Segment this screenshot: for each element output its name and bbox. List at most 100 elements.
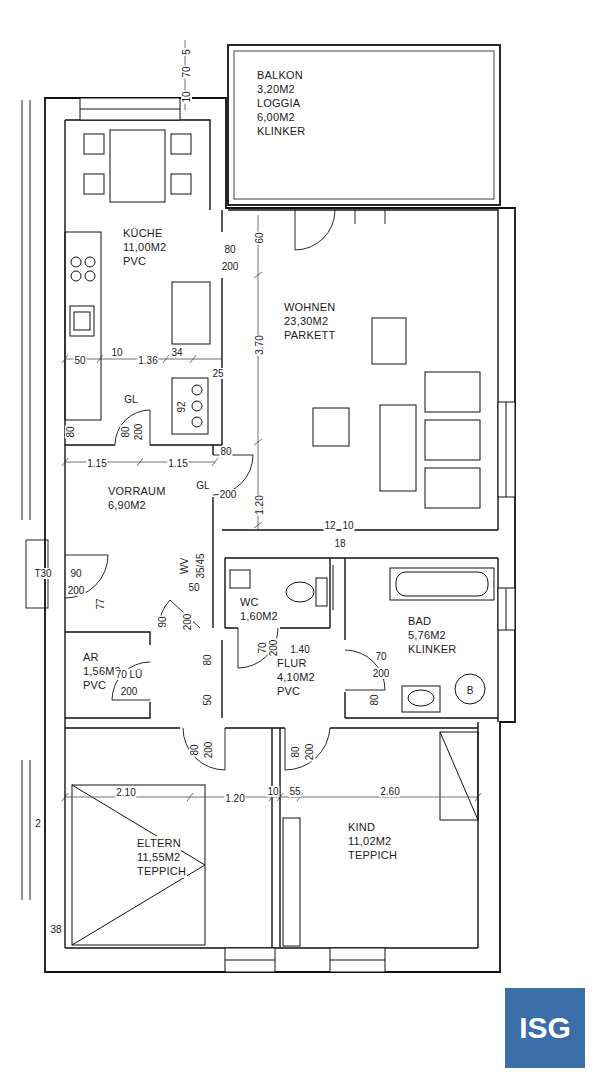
kitchen-furniture [85,271,95,281]
inner-wall [65,120,498,948]
room-info: TEPPICH [136,864,187,878]
dimension-wrap: 34 [170,342,183,360]
dimension-label: 80 [189,743,200,756]
dimension-label: 55 [288,786,301,797]
dimension-wrap: 12 [323,515,336,533]
dimension-wrap: 10 [110,342,123,360]
window [225,948,275,972]
living-furniture [313,318,480,508]
kitchen-furniture [192,417,202,427]
dimension-label: 34 [170,347,183,358]
room-name: KÜCHE [122,226,164,240]
dimension-label: 12 [323,520,336,531]
bedroom-furniture [283,818,300,946]
dimension-wrap: 200 [198,741,216,760]
door-swing [295,210,335,250]
kitchen-furniture [84,174,104,194]
inner-wall [65,632,150,718]
dimension-wrap: 92 [171,400,189,413]
dimension-label: 2 [34,818,42,829]
dimension-wrap: 1.36 [137,350,158,368]
dimension-label: 200 [219,489,238,500]
dimension-wrap: 90 [69,563,82,581]
dimension-label: 200 [221,261,240,272]
dimension-line [62,40,481,801]
bath-room: BAD5,76M2KLINKER [345,558,498,718]
living-furniture [313,408,349,446]
dimension-label: 1.40 [289,644,310,655]
room-info: 4,10M2 [276,670,316,684]
sanitary-fixture [316,578,327,606]
dimension-wrap: T30 [33,563,52,581]
dimension-label: 80 [219,446,232,457]
sanitary-fixture [333,565,334,610]
dimension-wrap: 2.60 [379,781,400,799]
room-name: BAD [407,614,432,628]
window [80,109,180,110]
kitchen-furniture [84,134,104,154]
room-info: 11,00M2 [122,240,167,254]
dimension-label: 200 [304,743,315,762]
balcony-outline [228,45,500,205]
kitchen-furniture [171,174,191,194]
room-info: PVC [122,254,147,268]
door-swing [285,728,330,770]
dimension-wrap: 25 [211,363,224,381]
door-swing [238,628,278,668]
dimension-label: 200 [268,639,279,658]
bedroom-furniture [72,785,205,945]
dimension-label: 80 [65,425,76,438]
dimension-wrap: B [466,680,475,698]
dimension-wrap: 50 [73,350,86,368]
inner-wall [65,444,222,445]
dimension-label: 60 [254,231,265,244]
kitchen-furniture [74,312,90,330]
window [506,402,507,497]
room-info: 3,20M2 [256,82,296,96]
room-info: 11,02M2 [347,834,392,848]
text-block: WOHNEN23,30M2PARKETT [283,300,336,342]
dimension-wrap: 200 [299,743,317,762]
dimension-wrap: 2 [34,813,42,831]
dimension-label: 200 [182,613,193,632]
living-furniture [425,420,480,460]
bedroom-furniture [72,785,205,945]
dimension-label: 70 [374,651,387,662]
dimension-label: 200 [372,668,391,679]
dimension-wrap: 5 [176,48,194,56]
symbol-letter: B [466,685,475,696]
living-furniture [372,318,406,364]
dimension-wrap: 55 [288,781,301,799]
dimension-label: GL [195,480,210,491]
dimension-wrap: 60 [249,231,267,244]
dimension-wrap: 3.70 [249,334,267,355]
kitchen-furniture [71,271,81,281]
dimension-label: 90 [157,615,168,628]
room-name: KIND [347,820,376,834]
dimension-wrap: 200 [263,639,281,658]
door-swing [65,555,108,598]
text-block: ISG [518,1011,572,1045]
room-info: PVC [82,678,107,692]
dimension-label: 77 [95,597,106,610]
dimension-wrap: 200 [219,484,238,502]
inner-wall [212,445,213,628]
dimension-wrap: 200 [221,256,240,274]
inner-wall [221,640,222,718]
dimension-wrap: 10 [341,515,354,533]
text-block: VORRAUM6,90M2 [107,484,167,512]
dimension-wrap: 200 [120,681,139,699]
sanitary-fixture [396,572,488,596]
living-furniture [425,468,480,508]
dimension-wrap: 10 [266,781,279,799]
bedroom-furniture [440,732,478,820]
window [506,588,507,630]
dimension-label: 80 [120,425,131,438]
inner-wall [65,120,210,210]
dimension-label: 50 [202,693,213,706]
dimension-wrap: 70 [176,65,194,78]
dimension-wrap: 80 [115,425,133,438]
dimension-label: 92 [176,400,187,413]
balcony-room: BALKON3,20M2LOGGIA6,00M2KLINKER [228,45,500,205]
